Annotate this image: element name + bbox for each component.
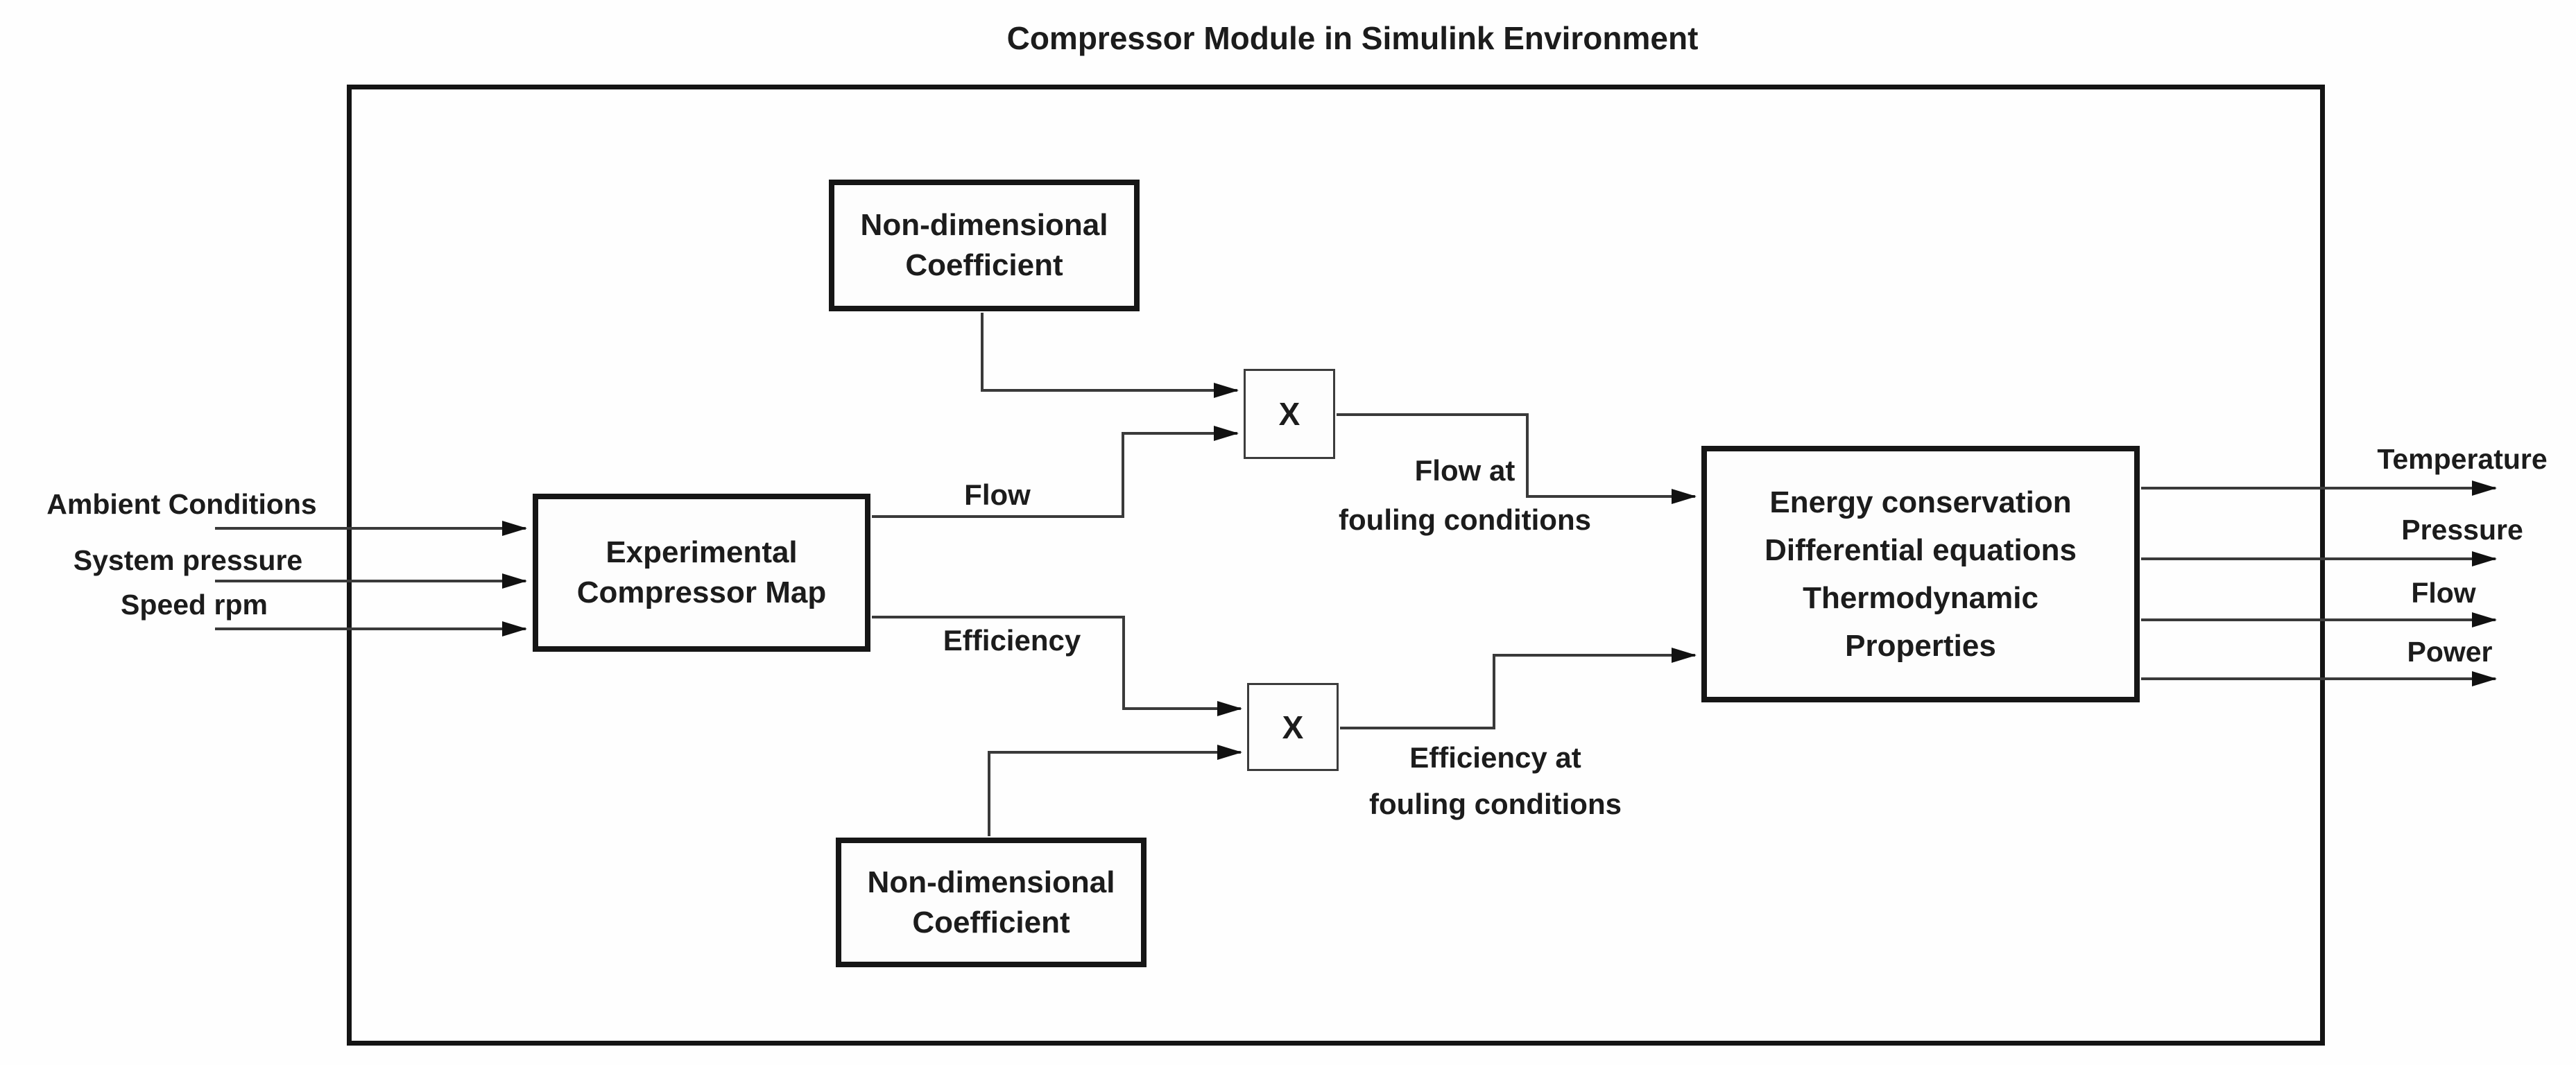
wire-label-flow: Flow <box>964 478 1031 511</box>
block-experimental-compressor-map: Experimental Compressor Map <box>533 494 870 652</box>
wire-label-efficiency: Efficiency <box>943 624 1081 657</box>
wire-coeff-top-to-multiplier <box>981 313 1239 398</box>
block-non-dimensional-coefficient-bottom: Non-dimensional Coefficient <box>836 838 1147 967</box>
input-label-speed-rpm: Speed rpm <box>121 589 268 621</box>
wire-coeff-bottom-to-multiplier <box>988 745 1242 836</box>
block-label-line: Thermodynamic <box>1803 581 2038 615</box>
output-label-power: Power <box>2407 636 2493 668</box>
block-label-line: Experimental <box>606 535 798 569</box>
wire-label-flow-fouling: Flow at fouling conditions <box>1339 446 1591 544</box>
block-energy-conservation: Energy conservation Differential equatio… <box>1701 446 2140 702</box>
block-multiplier-top: X <box>1244 369 1335 459</box>
wire-label-efficiency-fouling: Efficiency at fouling conditions <box>1369 734 1622 827</box>
block-label-line: Energy conservation <box>1769 485 2072 519</box>
block-label-line: Coefficient <box>912 905 1070 940</box>
block-label-line: Properties <box>1845 629 1996 663</box>
block-label-line: Differential equations <box>1764 533 2077 567</box>
wire-flow-to-multiplier <box>872 426 1239 518</box>
block-label-line: Non-dimensional <box>867 865 1115 899</box>
wire-label-line: Flow at <box>1414 454 1515 487</box>
wire-label-line: Efficiency at <box>1409 741 1581 774</box>
simulink-environment-boundary <box>347 85 2325 1046</box>
multiplier-symbol: X <box>1278 396 1300 432</box>
output-label-flow: Flow <box>2411 577 2476 609</box>
output-label-temperature: Temperature <box>2377 443 2548 475</box>
input-label-ambient-conditions: Ambient Conditions <box>46 488 317 520</box>
block-label-line: Coefficient <box>905 248 1063 282</box>
block-label-line: Compressor Map <box>576 575 827 609</box>
multiplier-symbol: X <box>1282 709 1304 745</box>
block-non-dimensional-coefficient-top: Non-dimensional Coefficient <box>829 180 1140 311</box>
diagram-title: Compressor Module in Simulink Environmen… <box>1006 20 1699 56</box>
output-label-pressure: Pressure <box>2401 514 2523 546</box>
wire-label-line: fouling conditions <box>1339 503 1591 536</box>
wire-efficiency-fouling-to-energy <box>1340 648 1697 729</box>
input-label-system-pressure: System pressure <box>73 544 303 576</box>
block-multiplier-bottom: X <box>1247 683 1339 771</box>
wire-efficiency-to-multiplier <box>872 616 1242 716</box>
wire-flow-fouling-to-energy <box>1337 413 1697 504</box>
wire-label-line: fouling conditions <box>1369 788 1622 820</box>
block-label-line: Non-dimensional <box>860 208 1108 242</box>
